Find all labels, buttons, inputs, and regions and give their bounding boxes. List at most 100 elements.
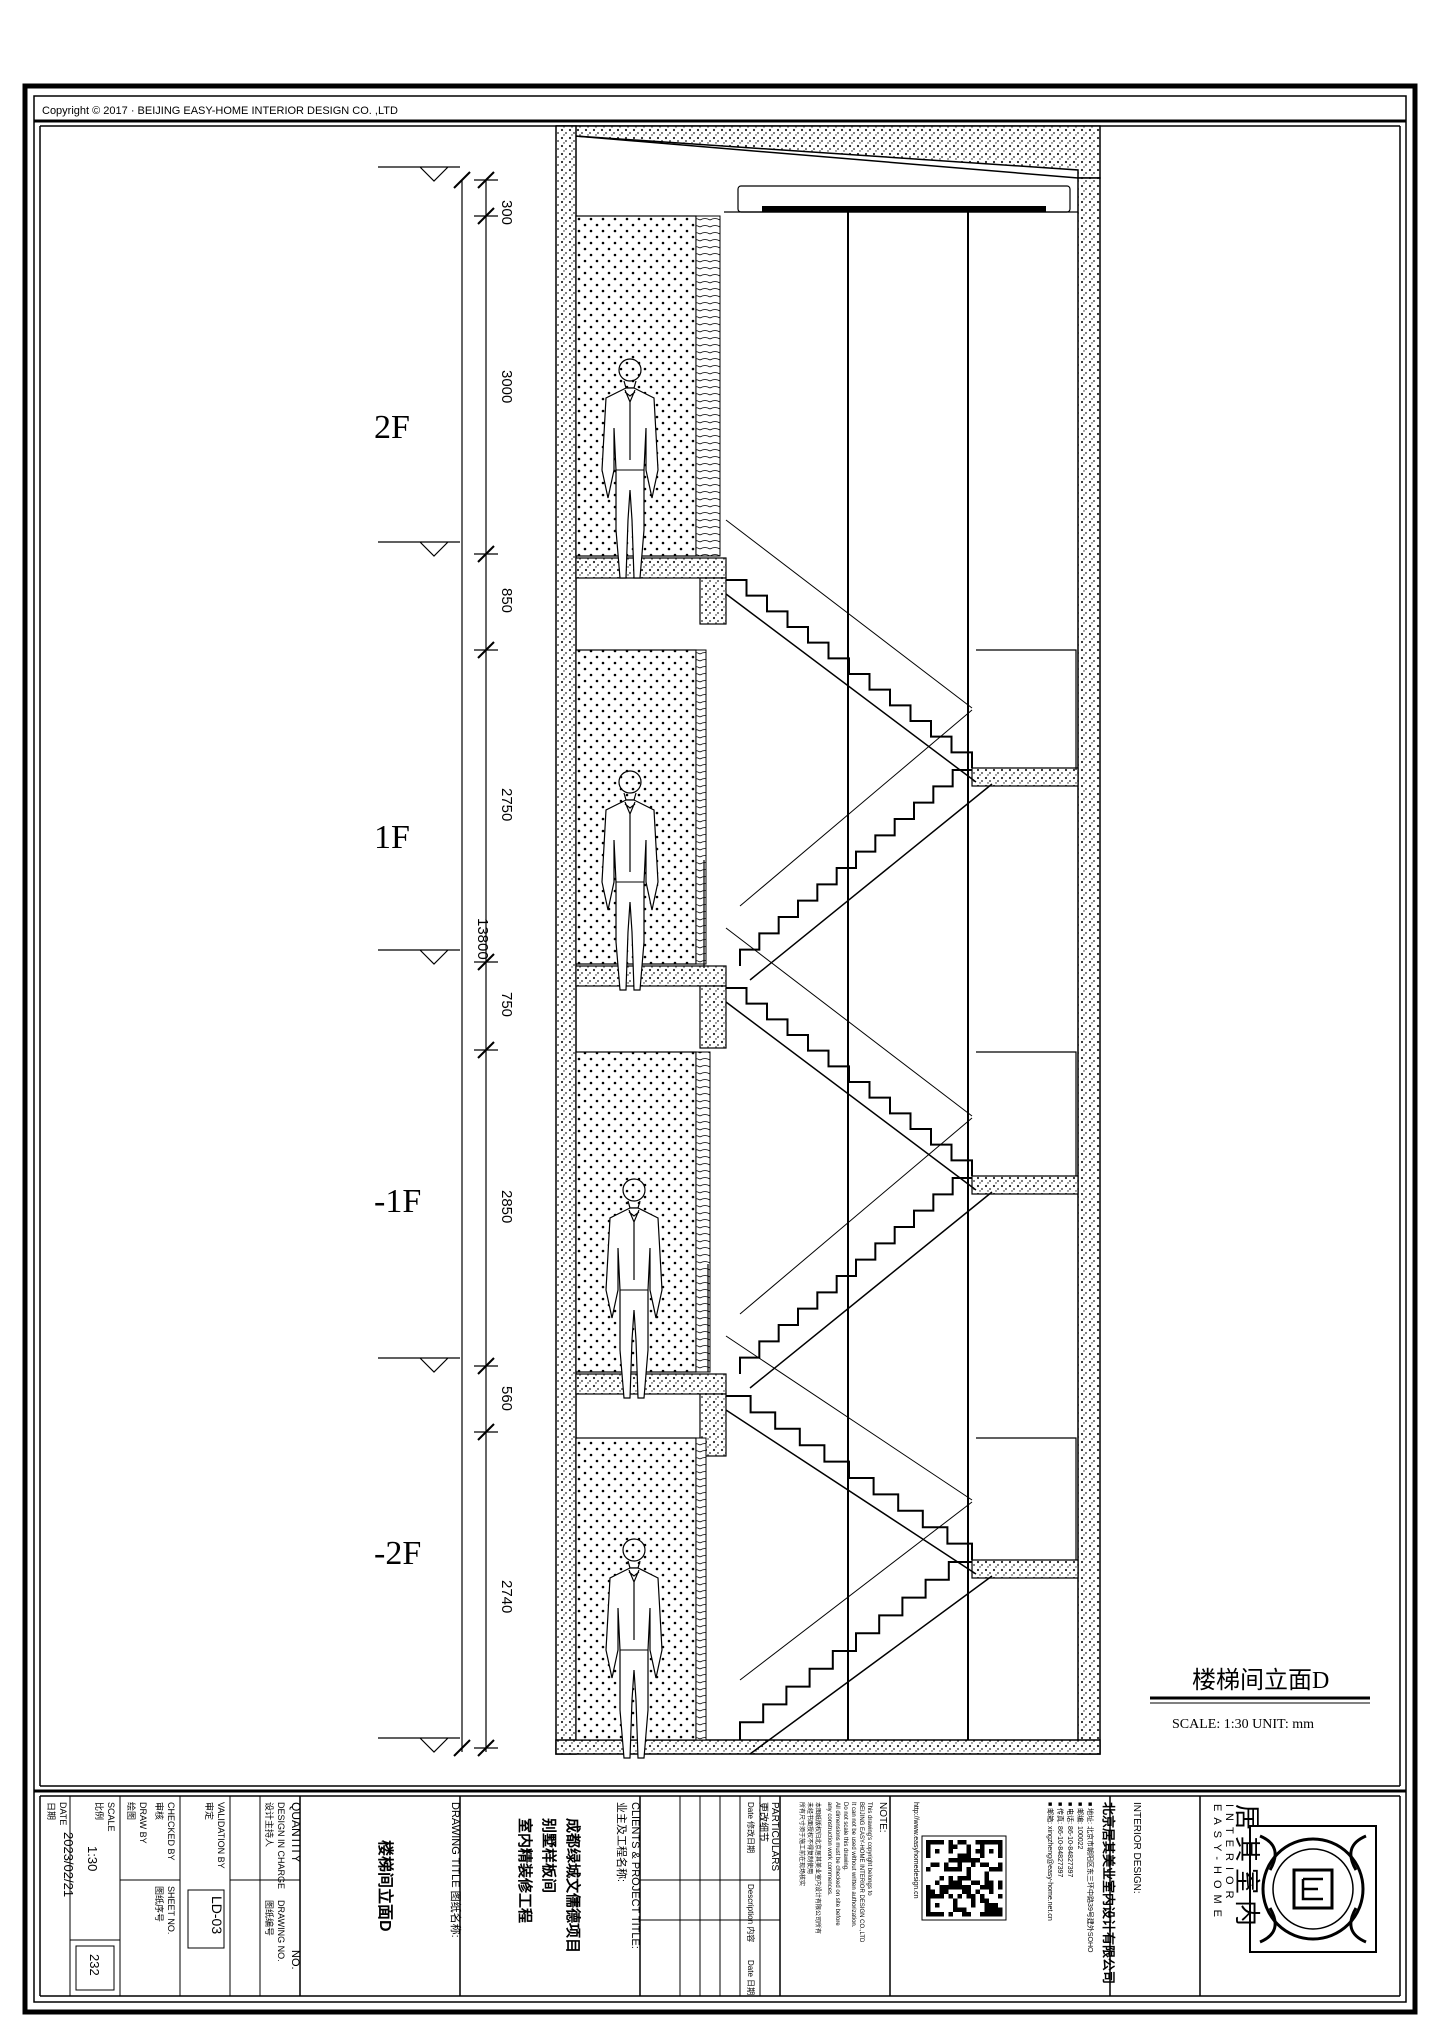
qr-module bbox=[962, 1853, 967, 1858]
qr-module bbox=[984, 1898, 989, 1903]
qr-module bbox=[948, 1894, 953, 1899]
ceiling-fixture-bar bbox=[762, 206, 1046, 212]
level-markers bbox=[378, 166, 460, 1753]
qr-module bbox=[944, 1862, 949, 1867]
qr-module bbox=[984, 1903, 989, 1908]
qr-module bbox=[998, 1867, 1003, 1872]
dim-2740: 2740 bbox=[498, 1580, 515, 1613]
tb-sheet-no-label: SHEET NO. bbox=[166, 1886, 176, 1934]
tb-project-line2: 别墅样板间 bbox=[540, 1817, 558, 1893]
tb-project-line1: 成都绿城文儒德项目 bbox=[564, 1818, 582, 1953]
dim-850: 850 bbox=[498, 588, 515, 613]
copyright-text: Copyright © 2017 · BEIJING EASY-HOME INT… bbox=[42, 105, 398, 117]
slab-b1 bbox=[575, 1373, 727, 1395]
tb-checked: CHECKED BY bbox=[166, 1802, 176, 1861]
flight-b1-up-soffit bbox=[749, 1191, 993, 1389]
tb-brand-cn: 居其室内 bbox=[1232, 1804, 1262, 1932]
qr-module bbox=[984, 1885, 989, 1890]
flight-b1-up bbox=[739, 1177, 972, 1374]
tb-date-value: 2023/02/21 bbox=[61, 1832, 76, 1897]
tb-validation: VALIDATION BY bbox=[216, 1802, 226, 1869]
tb-drawing-title-label: DRAWING TITLE 图纸名称: bbox=[449, 1802, 463, 1938]
qr-module bbox=[953, 1844, 958, 1849]
tb-design-in-charge: DESIGN IN CHARGE bbox=[276, 1802, 286, 1889]
qr-module bbox=[926, 1853, 931, 1858]
qr-module bbox=[935, 1880, 940, 1885]
flight-1f-up bbox=[739, 769, 972, 966]
qr-module bbox=[998, 1853, 1003, 1858]
qr-module bbox=[975, 1880, 980, 1885]
tb-draw: DRAW BY bbox=[138, 1802, 148, 1844]
flight-b1-up-handrail bbox=[739, 1117, 973, 1315]
dim-750: 750 bbox=[498, 992, 515, 1017]
tb-scale-value: 1:30 bbox=[85, 1846, 100, 1871]
feature-wall-b2-edge bbox=[695, 1437, 707, 1741]
qr-module bbox=[926, 1898, 931, 1903]
qr-module bbox=[957, 1853, 962, 1858]
qr-module bbox=[957, 1858, 962, 1863]
tb-clients-cn: 业主及工程名称: bbox=[615, 1802, 629, 1882]
qr-module bbox=[948, 1885, 953, 1890]
landing-upper-3 bbox=[971, 1559, 1079, 1579]
flight-2f-down-soffit bbox=[725, 593, 977, 783]
tb-note-label: NOTE: bbox=[877, 1802, 888, 1833]
tb-note-line-9: 所有尺寸须于施工前在现场核实 bbox=[798, 1802, 806, 1886]
qr-module bbox=[930, 1894, 935, 1899]
flight-b1-down-soffit bbox=[725, 1409, 977, 1575]
tb-note-line-3: It can not be used without written autho… bbox=[850, 1802, 856, 1928]
qr-module bbox=[998, 1885, 1003, 1890]
qr-module bbox=[962, 1907, 967, 1912]
roof-slope bbox=[574, 135, 1079, 179]
qr-module bbox=[998, 1912, 1003, 1917]
qr-module bbox=[984, 1876, 989, 1881]
qr-module bbox=[998, 1844, 1003, 1849]
tb-particulars-col2: Description 内容 bbox=[746, 1884, 756, 1942]
tb-clients-label: CLIENTS & PROJECT TITLE: bbox=[629, 1802, 641, 1949]
qr-code-icon bbox=[921, 1835, 1007, 1921]
qr-module bbox=[966, 1871, 971, 1876]
tb-company-line-5: ■ 邮箱: xingzheng@easy-home.net.cn bbox=[1046, 1802, 1055, 1921]
dimension-texts: 300 3000 850 2750 13800 750 2850 560 274… bbox=[474, 200, 515, 1613]
dimension-lines bbox=[453, 171, 498, 1757]
flight-1f-down bbox=[726, 987, 973, 1176]
qr-module bbox=[926, 1840, 931, 1845]
qr-module bbox=[993, 1907, 998, 1912]
qr-module bbox=[957, 1876, 962, 1881]
qr-module bbox=[926, 1849, 931, 1854]
tb-url: http://www.easyhomedesign.cn bbox=[912, 1802, 919, 1899]
qr-module bbox=[962, 1858, 967, 1863]
qr-module bbox=[989, 1867, 994, 1872]
feature-wall-1f-edge bbox=[695, 649, 707, 965]
qr-module bbox=[939, 1889, 944, 1894]
title-block bbox=[39, 1795, 1401, 1997]
qr-module bbox=[944, 1867, 949, 1872]
qr-module bbox=[957, 1840, 962, 1845]
qr-module bbox=[998, 1849, 1003, 1854]
qr-module bbox=[984, 1840, 989, 1845]
qr-module bbox=[948, 1867, 953, 1872]
tb-particulars-col1: Date 修改日期 bbox=[746, 1802, 756, 1853]
qr-module bbox=[948, 1876, 953, 1881]
qr-module bbox=[962, 1876, 967, 1881]
qr-module bbox=[930, 1889, 935, 1894]
tb-design-in-charge-cn: 设计主持人 bbox=[264, 1802, 275, 1847]
qr-module bbox=[975, 1889, 980, 1894]
qr-module bbox=[966, 1885, 971, 1890]
qr-module bbox=[971, 1898, 976, 1903]
qr-module bbox=[935, 1849, 940, 1854]
tb-note-line-1: This drawing's copyright belongs to bbox=[866, 1802, 872, 1896]
tb-note-line-2: BEIJING EASY-HOME INTERIOR DESIGN CO.,LT… bbox=[858, 1802, 864, 1943]
qr-module bbox=[935, 1862, 940, 1867]
tb-interior-design-label: INTERIOR DESIGN: bbox=[1131, 1802, 1142, 1894]
qr-module bbox=[980, 1898, 985, 1903]
qr-module bbox=[948, 1840, 953, 1845]
qr-module bbox=[980, 1844, 985, 1849]
qr-module bbox=[953, 1907, 958, 1912]
qr-module bbox=[953, 1880, 958, 1885]
qr-module bbox=[926, 1903, 931, 1908]
qr-module bbox=[998, 1862, 1003, 1867]
flight-b1-down-handrail bbox=[725, 1335, 973, 1501]
tb-validation-cn: 审定 bbox=[204, 1802, 215, 1820]
qr-module bbox=[926, 1894, 931, 1899]
dim-13800: 13800 bbox=[474, 918, 491, 960]
